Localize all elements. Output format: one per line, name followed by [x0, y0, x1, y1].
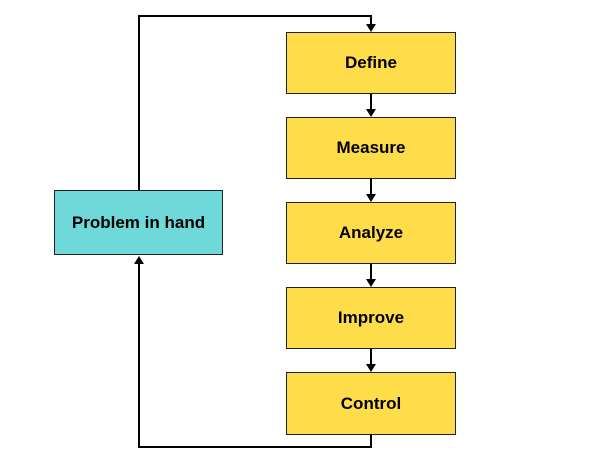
control-step-label: Control — [340, 393, 402, 413]
improve-step-box: Improve — [286, 287, 456, 349]
arrowhead-into-problem — [134, 256, 144, 264]
define-step-box: Define — [286, 32, 456, 94]
control-step-box: Control — [286, 372, 456, 435]
define-step-label: Define — [345, 53, 397, 72]
measure-step-label: Measure — [336, 138, 406, 157]
problem-in-hand-box: Problem in hand — [54, 190, 223, 255]
arrowhead-into-analyze — [366, 194, 376, 202]
analyze-step-label: Analyze — [338, 223, 404, 242]
arrowhead-into-measure — [366, 109, 376, 117]
arrowhead-into-improve — [366, 279, 376, 287]
improve-step-label: Improve — [337, 308, 405, 327]
analyze-step-box: Analyze — [286, 202, 456, 264]
problem-in-hand-label: Problem in hand — [71, 212, 206, 232]
loop-to-define-line — [138, 15, 372, 190]
arrowhead-into-define — [366, 24, 376, 32]
measure-step-box: Measure — [286, 117, 456, 179]
arrowhead-into-control — [366, 364, 376, 372]
loop-to-problem-line — [138, 262, 372, 448]
